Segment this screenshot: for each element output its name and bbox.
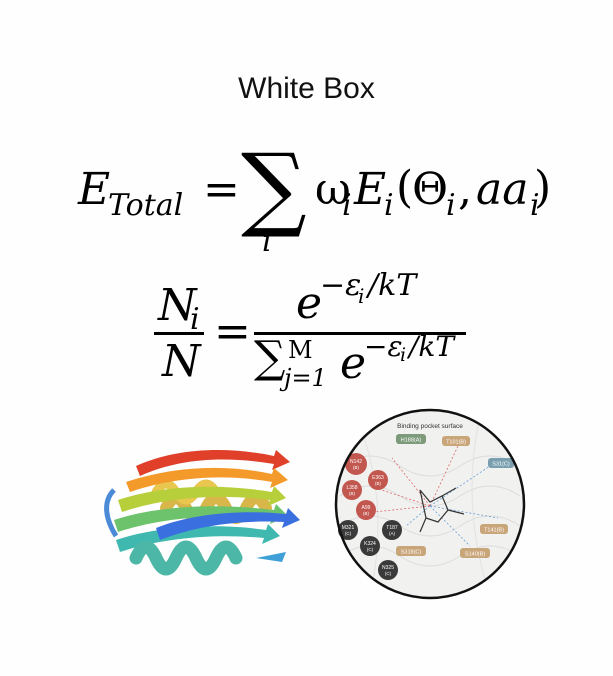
eq2-left-fraction-bar <box>154 332 204 335</box>
residue-l358: L358 (B) <box>342 480 362 500</box>
residue-t101: T101(B) <box>442 436 470 446</box>
eq1-sum-symbol: ∑ <box>241 134 307 241</box>
eq1-energy: E <box>354 164 387 215</box>
residue-k324: K324 (C) <box>360 536 380 556</box>
eq1-weight: ω <box>315 164 351 215</box>
eq2-sum-symbol: ∑ <box>254 332 286 383</box>
svg-text:M321: M321 <box>342 525 355 531</box>
eq1-theta-sub: i <box>446 188 456 223</box>
residue-t141: T141(B) <box>480 524 508 534</box>
residue-n325: N325 (C) <box>378 560 398 580</box>
eq1-comma: , <box>458 164 472 215</box>
helix-front <box>104 488 286 576</box>
energy-equation: E Total = ∑ i ω i E i ( Θ i , aa i ) <box>78 134 552 268</box>
helix-back <box>151 479 272 524</box>
eq2-numerator-symbol: N <box>158 280 197 331</box>
eq2-exp-power-sub: i <box>358 284 365 308</box>
eq1-equals: = <box>203 164 240 215</box>
svg-text:S31(C): S31(C) <box>492 462 510 468</box>
svg-text:(B): (B) <box>349 491 356 496</box>
eq1-aa: aa <box>476 164 529 215</box>
svg-text:(A): (A) <box>389 531 396 536</box>
svg-text:A99: A99 <box>362 505 371 511</box>
svg-text:(B): (B) <box>363 511 370 516</box>
eq1-open-paren: ( <box>396 162 414 213</box>
eq1-energy-sub: i <box>384 188 394 223</box>
residue-h188: H188(A) <box>396 434 426 444</box>
residue-s318: S318(C) <box>396 546 426 556</box>
binding-pocket-diagram: Binding pocket surface H188(A) T101(B) S… <box>334 408 526 600</box>
eq2-numerator-sub: i <box>190 302 200 337</box>
residue-m321: M321 (C) <box>338 520 358 540</box>
residue-s140: S140(B) <box>460 548 490 558</box>
eq1-theta: Θ <box>412 164 449 215</box>
svg-text:N325: N325 <box>382 565 394 571</box>
eq1-weight-sub: i <box>342 188 352 223</box>
residue-n142: N142 (B) <box>345 453 367 475</box>
svg-text:(C): (C) <box>367 547 374 552</box>
eq2-den-exp-base: e <box>340 338 367 389</box>
svg-text:(B): (B) <box>353 465 360 470</box>
eq1-lhs-symbol: E <box>78 164 111 215</box>
svg-text:(C): (C) <box>385 571 392 576</box>
eq1-close-paren: ) <box>534 162 552 213</box>
eq2-equals: = <box>214 306 251 357</box>
residue-s31: S31(C) <box>488 458 514 468</box>
svg-text:K324: K324 <box>364 541 376 547</box>
svg-text:E363: E363 <box>372 475 384 481</box>
eq2-exp-base: e <box>296 278 323 329</box>
svg-text:(C): (C) <box>345 531 352 536</box>
residue-e363: E363 (B) <box>368 470 388 490</box>
svg-text:T187: T187 <box>386 525 398 531</box>
svg-text:H188(A): H188(A) <box>401 438 422 444</box>
svg-text:S318(C): S318(C) <box>401 550 422 556</box>
svg-text:T101(B): T101(B) <box>446 440 466 446</box>
eq2-den-exp-power: −ε <box>364 330 403 363</box>
svg-text:S140(B): S140(B) <box>465 552 485 558</box>
page-title: White Box <box>238 72 375 105</box>
eq2-sum-lower: j=1 <box>284 364 327 392</box>
protein-ribbon-figure <box>104 450 300 576</box>
eq2-exp-power-tail: /kT <box>368 268 417 303</box>
eq2-main-fraction-bar <box>254 332 466 335</box>
eq1-aa-sub: i <box>530 188 540 223</box>
eq2-den-exp-power-tail: /kT <box>409 330 455 363</box>
beta-sheets <box>114 450 300 552</box>
pocket-border <box>334 408 526 600</box>
eq2-denominator-symbol: N <box>162 336 201 387</box>
eq1-lhs-subscript: Total <box>108 188 184 223</box>
eq2-exp-power: −ε <box>320 268 362 303</box>
boltzmann-equation: N i N = e −ε i /kT ∑ M j=1 e −ε i /kT <box>150 268 480 400</box>
residue-a99: A99 (B) <box>356 500 376 520</box>
svg-text:T141(B): T141(B) <box>484 528 504 534</box>
svg-text:L358: L358 <box>346 485 357 491</box>
svg-text:N142: N142 <box>350 459 362 465</box>
svg-text:(B): (B) <box>375 481 382 486</box>
eq2-den-exp-power-sub: i <box>400 344 407 366</box>
pocket-title: Binding pocket surface <box>397 423 463 430</box>
residue-t187: T187 (A) <box>382 520 402 540</box>
eq1-sum-index: i <box>262 224 272 259</box>
eq2-sum-upper: M <box>288 336 313 364</box>
